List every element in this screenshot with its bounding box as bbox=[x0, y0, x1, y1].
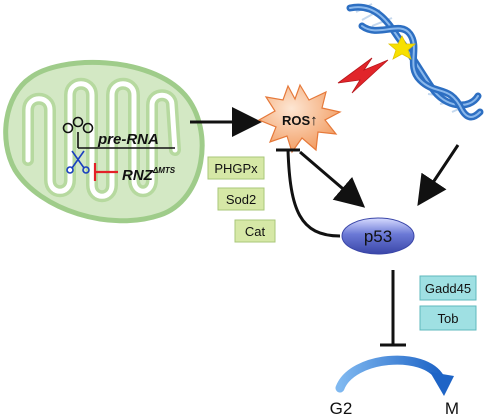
cell-cycle-arc bbox=[335, 355, 445, 393]
ros-label-text: ROS bbox=[282, 113, 311, 128]
pre-rna-label: pre-RNA bbox=[97, 131, 159, 148]
ros-to-p53-arrow bbox=[299, 150, 366, 208]
p53-label: p53 bbox=[364, 227, 392, 246]
trna-icon bbox=[62, 116, 175, 149]
p53-inhibits-ros-line bbox=[286, 149, 341, 238]
ros-starburst-shape bbox=[257, 83, 342, 154]
rnz-label-main: RNZ bbox=[122, 167, 154, 184]
dna-to-p53-arrow bbox=[417, 144, 460, 206]
p53-node: p53 bbox=[341, 217, 415, 255]
antioxidant-box-1: Sod2 bbox=[217, 187, 265, 211]
cell-cycle-arrowhead-icon bbox=[430, 372, 454, 396]
target-box-0: Gadd45 bbox=[419, 275, 477, 301]
dna-helix-icon bbox=[346, 3, 484, 121]
cell-cycle-arrow bbox=[335, 355, 454, 396]
ros-burst: ROS↑ bbox=[257, 83, 342, 154]
target-label-tob: Tob bbox=[438, 311, 459, 326]
mitochondrion-cristae-core bbox=[25, 81, 178, 199]
ros-up-arrow-icon: ↑ bbox=[310, 112, 318, 129]
antioxidant-box-2: Cat bbox=[234, 219, 276, 243]
m-label: M bbox=[445, 399, 459, 418]
rnz-label-superscript: ΔMTS bbox=[152, 166, 176, 175]
ros-label: ROS↑ bbox=[282, 112, 318, 129]
antioxidant-box-0: PHGPx bbox=[207, 156, 265, 180]
rnz-label: RNZΔMTS bbox=[122, 166, 176, 184]
dna-damage-star-icon bbox=[387, 35, 417, 60]
target-box-1: Tob bbox=[419, 305, 477, 331]
lightning-bolt-icon bbox=[337, 57, 389, 94]
antioxidant-label-sod2: Sod2 bbox=[226, 192, 256, 207]
antioxidant-label-cat: Cat bbox=[245, 224, 266, 239]
dna-strand-b-highlight bbox=[361, 25, 481, 118]
mitochondrion: pre-RNA RNZΔMTS bbox=[3, 59, 205, 224]
rnz-inhibition-line bbox=[93, 163, 118, 181]
target-label-gadd45: Gadd45 bbox=[425, 281, 471, 296]
antioxidant-label-phgpx: PHGPx bbox=[214, 161, 258, 176]
scissors-icon bbox=[66, 150, 90, 174]
p53-ellipse bbox=[341, 217, 415, 255]
g2-label: G2 bbox=[330, 399, 353, 418]
